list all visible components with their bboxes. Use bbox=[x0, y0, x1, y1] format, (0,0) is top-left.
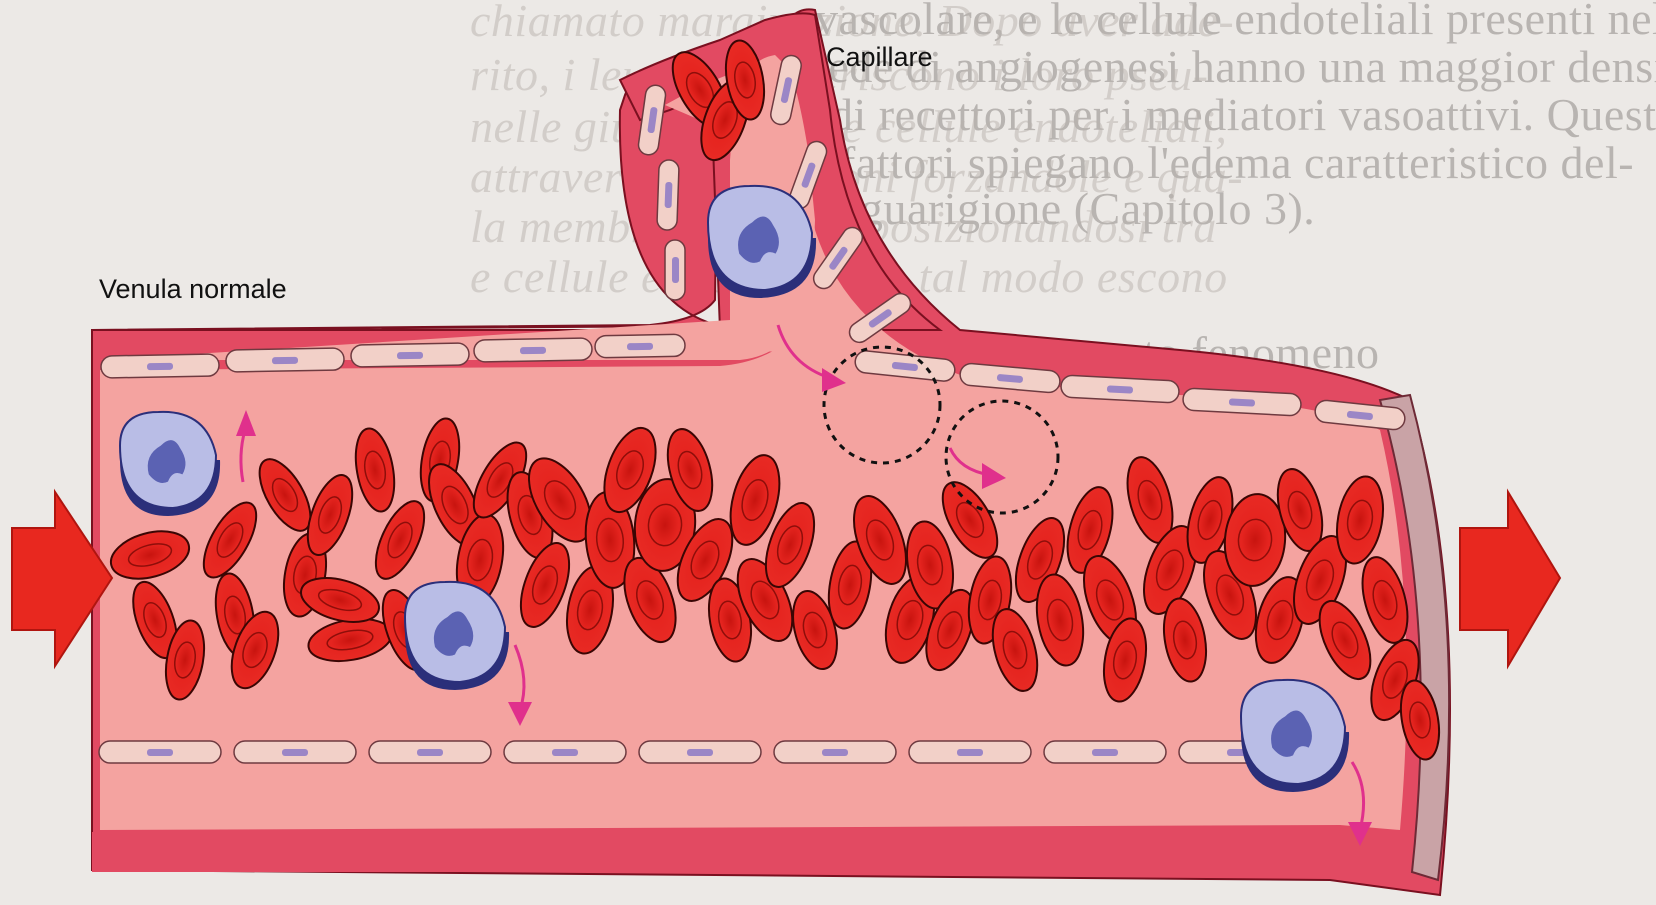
endothelial-cell bbox=[474, 338, 592, 362]
endothelial-cell bbox=[639, 741, 761, 763]
endothelial-nucleus bbox=[520, 347, 546, 354]
endothelial-nucleus bbox=[1107, 385, 1133, 393]
endothelial-cell bbox=[351, 343, 469, 367]
venule-label: Venula normale bbox=[99, 274, 287, 305]
endothelial-cell bbox=[101, 354, 219, 378]
endothelial-cell bbox=[369, 741, 491, 763]
flow-out-arrow-icon bbox=[1460, 492, 1560, 666]
endothelial-nucleus bbox=[147, 749, 173, 756]
endothelial-cell bbox=[1044, 741, 1166, 763]
endothelial-nucleus bbox=[957, 749, 983, 756]
endothelial-nucleus bbox=[1229, 398, 1255, 406]
endothelial-cell bbox=[774, 741, 896, 763]
endothelial-nucleus bbox=[672, 257, 679, 283]
endothelial-nucleus bbox=[417, 749, 443, 756]
bottom-wall-band bbox=[92, 832, 1382, 872]
endothelial-nucleus bbox=[272, 357, 298, 364]
endothelial-nucleus bbox=[552, 749, 578, 756]
endothelial-nucleus bbox=[397, 352, 423, 359]
endothelial-cell bbox=[595, 334, 685, 358]
endothelial-nucleus bbox=[147, 363, 173, 370]
endothelial-cell bbox=[657, 160, 679, 231]
endothelial-nucleus bbox=[687, 749, 713, 756]
endothelial-nucleus bbox=[627, 343, 653, 350]
endothelium-bottom bbox=[99, 741, 1301, 763]
endothelial-nucleus bbox=[822, 749, 848, 756]
endothelial-nucleus bbox=[1092, 749, 1118, 756]
endothelial-cell bbox=[234, 741, 356, 763]
endothelial-cell bbox=[99, 741, 221, 763]
endothelial-nucleus bbox=[665, 182, 673, 208]
endothelial-nucleus bbox=[282, 749, 308, 756]
capillary-label: Capillare bbox=[826, 42, 933, 73]
endothelial-cell bbox=[226, 348, 344, 372]
endothelial-cell bbox=[909, 741, 1031, 763]
endothelial-cell bbox=[504, 741, 626, 763]
endothelial-cell bbox=[665, 240, 685, 300]
